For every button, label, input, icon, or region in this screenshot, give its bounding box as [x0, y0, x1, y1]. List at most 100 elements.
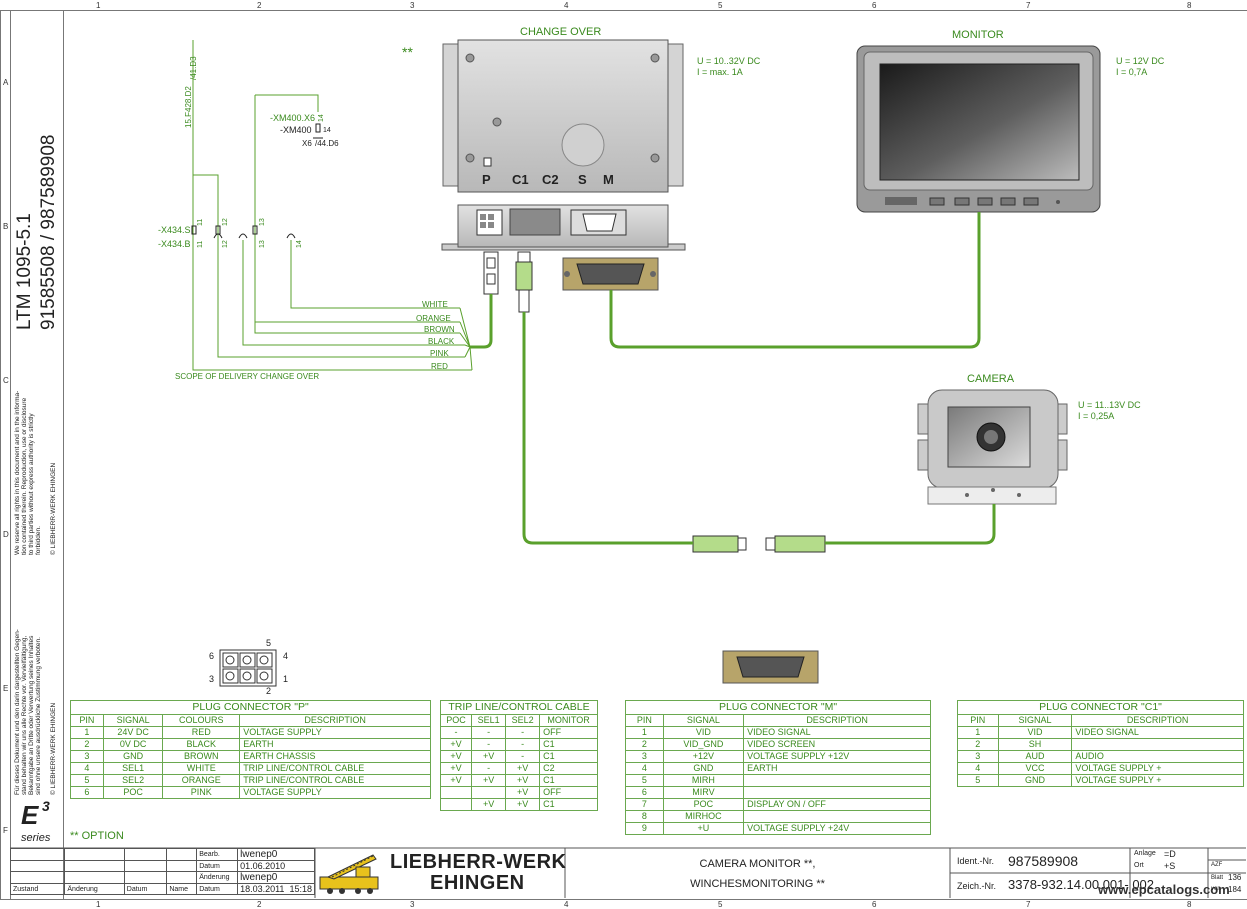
wire-label: BROWN: [424, 325, 455, 334]
col-header: PIN: [70, 714, 104, 727]
plug-m-table: PLUG CONNECTOR "M" PIN SIGNAL DESCRIPTIO…: [625, 700, 931, 835]
monitor-spec-i: I = 0,7A: [1116, 67, 1148, 77]
table-cell: 1: [625, 726, 664, 739]
name-col-label: Name: [166, 883, 198, 895]
table-cell: 2: [957, 738, 999, 751]
ref-f428: 15.F428.D2: [184, 86, 193, 128]
table-cell: VOLTAGE SUPPLY +12V: [743, 750, 931, 763]
table-cell: 4: [625, 762, 664, 775]
table-cell: DISPLAY ON / OFF: [743, 798, 931, 811]
table-cell: VOLTAGE SUPPLY: [239, 726, 431, 739]
table-header-row: PIN SIGNAL DESCRIPTION: [625, 714, 931, 727]
table-cell: [1071, 738, 1244, 751]
table-cell: VCC: [997, 762, 1073, 775]
table-cell: [743, 810, 931, 823]
von-value: 184: [1228, 885, 1242, 894]
col-header: PIN: [625, 714, 664, 727]
datum-col-label: Datum: [123, 883, 168, 895]
watermark: www.epcatalogs.com: [1098, 882, 1230, 897]
col-header: DESCRIPTION: [239, 714, 431, 727]
blatt-label: Blatt: [1211, 875, 1224, 881]
ref-xm400: -XM400: [280, 125, 312, 135]
table-cell: OFF: [539, 786, 598, 799]
col-num: 2: [257, 1, 262, 10]
table-cell: TRIP LINE/CONTROL CABLE: [239, 774, 431, 787]
col-num: 5: [718, 900, 723, 909]
col-header: MONITOR: [539, 714, 598, 727]
table-cell: C2: [539, 762, 598, 775]
bearb-label: Bearb.: [196, 848, 239, 861]
table-cell: 2: [70, 738, 104, 751]
table-cell: -: [505, 750, 541, 763]
table-cell: AUDIO: [1071, 750, 1244, 763]
port-label: P: [482, 172, 491, 187]
zeich-label: Zeich.-Nr.: [957, 881, 997, 891]
ref-p12a: 12: [222, 218, 229, 226]
table-cell: TRIP LINE/CONTROL CABLE: [239, 762, 431, 775]
table-cell: +12V: [662, 750, 745, 763]
table-cell: BROWN: [162, 750, 241, 763]
col-header: SEL2: [505, 714, 541, 727]
table-row: +V+V-C1: [439, 750, 598, 763]
blatt-value: 136: [1228, 873, 1242, 882]
option-marker: **: [402, 44, 413, 60]
monitor-title: MONITOR: [952, 29, 1004, 41]
table-cell: EARTH CHASSIS: [239, 750, 431, 763]
table-cell: C1: [539, 750, 598, 763]
aenderung-value: lwenep0: [237, 871, 315, 884]
table-cell: GND: [997, 774, 1073, 787]
table-cell: 0V DC: [102, 738, 164, 751]
table-title: PLUG CONNECTOR "P": [70, 700, 431, 714]
option-legend: ** OPTION: [70, 830, 124, 842]
table-cell: AUD: [997, 750, 1073, 763]
thin-wires: [192, 40, 473, 371]
table-cell: +V: [505, 786, 541, 799]
col-header: COLOURS: [162, 714, 241, 727]
camera-spec-u: U = 11..13V DC: [1078, 400, 1141, 410]
table-title: PLUG CONNECTOR "M": [625, 700, 931, 714]
table-cell: 1: [957, 726, 999, 739]
table-cell: EARTH: [743, 762, 931, 775]
ref-xm400x6: -XM400.X6: [270, 113, 316, 123]
col-num: 3: [410, 900, 415, 909]
table-cell: 7: [625, 798, 664, 811]
col-header: SIGNAL: [997, 714, 1073, 727]
ref-p13b: 13: [259, 240, 266, 248]
pin-num: 1: [283, 674, 289, 684]
table-cell: PINK: [162, 786, 241, 799]
wire-label: ORANGE: [416, 314, 451, 323]
pin-num: 4: [283, 651, 289, 661]
ref-pin14b: 14: [323, 127, 331, 134]
ref-x434s: -X434.S: [158, 225, 191, 235]
col-header: SIGNAL: [102, 714, 164, 727]
change-over-spec-u: U = 10..32V DC: [697, 56, 761, 66]
ref-p14c: 14: [296, 240, 303, 248]
table-cell: POC: [102, 786, 164, 799]
table-header-row: PIN SIGNAL DESCRIPTION: [957, 714, 1244, 727]
row-letter: D: [3, 530, 9, 539]
col-num: 1: [96, 900, 101, 909]
table-cell: -: [505, 738, 541, 751]
table-cell: ORANGE: [162, 774, 241, 787]
plug-c1-table: PLUG CONNECTOR "C1" PIN SIGNAL DESCRIPTI…: [957, 700, 1244, 787]
plug-p-pinout: [219, 649, 277, 687]
datum2-value: 18.03.2011 15:18: [237, 883, 315, 895]
drawing-title-1: CAMERA MONITOR **,: [699, 858, 816, 870]
table-cell: 3: [957, 750, 999, 763]
bearb-value: lwenep0: [237, 848, 315, 861]
col-num: 4: [564, 900, 569, 909]
ref-x6: X6: [302, 139, 312, 148]
table-cell: MIRHOC: [662, 810, 745, 823]
table-cell: VOLTAGE SUPPLY: [239, 786, 431, 799]
zeich-value: 3378-932.14.00.001- 002: [1008, 877, 1155, 892]
datum-label: Datum: [196, 860, 239, 872]
col-num: 8: [1187, 900, 1192, 909]
sub-d-connector: [562, 257, 659, 291]
table-header-row: PIN SIGNAL COLOURS DESCRIPTION: [70, 714, 431, 727]
